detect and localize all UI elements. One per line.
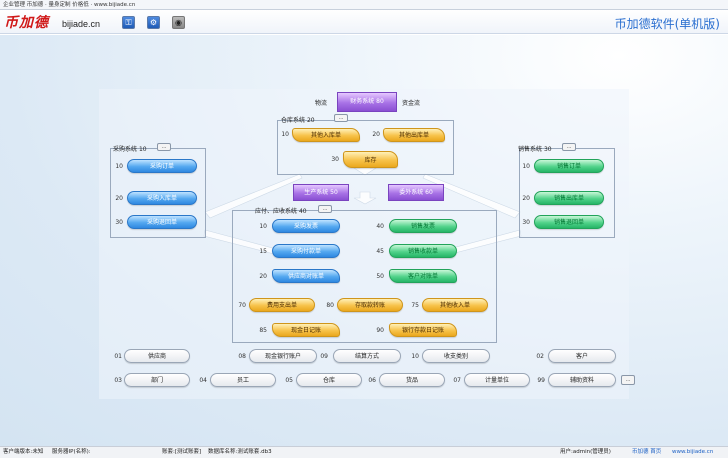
purchase-more-button[interactable]: ... — [157, 143, 171, 151]
sales-more-button[interactable]: ... — [562, 143, 576, 151]
sales-order-button[interactable]: 销售订单 — [534, 159, 604, 173]
customer-button[interactable]: 客户 — [548, 349, 616, 363]
bank-journal-button[interactable]: 银行存款日记账 — [389, 323, 457, 337]
sales-receipt-button[interactable]: 销售收款单 — [389, 244, 457, 258]
purchase-return-button[interactable]: 采购退回单 — [127, 215, 197, 229]
department-button[interactable]: 部门 — [124, 373, 190, 387]
app-title: 币加德软件(单机版) — [614, 17, 720, 31]
receivable-title: 应付、应收系统 40 — [255, 208, 307, 215]
finance-system-button[interactable]: 财务系统 80 — [337, 92, 397, 112]
homepage-link[interactable]: 币加德 首页 — [632, 449, 662, 455]
other-income-button[interactable]: 其他收入单 — [422, 298, 488, 312]
website-link[interactable]: www.bijiade.cn — [672, 449, 714, 455]
purchase-receipt-button[interactable]: 采购入库单 — [127, 191, 197, 205]
deposit-transfer-button[interactable]: 存取款转账 — [337, 298, 403, 312]
inventory-button[interactable]: 库存 — [343, 151, 398, 168]
app-icon[interactable]: ◉ — [172, 16, 185, 29]
cash-bank-account-button[interactable]: 现金银行账户 — [249, 349, 317, 363]
settlement-method-button[interactable]: 结算方式 — [333, 349, 401, 363]
logo: 币加德 — [4, 15, 49, 31]
logistics-label: 物流 — [315, 100, 328, 107]
sales-title: 销售系统 30 — [518, 146, 552, 153]
unit-button[interactable]: 计量单位 — [464, 373, 530, 387]
warehouse-title: 仓库系统 20 — [281, 117, 315, 124]
other-outbound-button[interactable]: 其他出库单 — [383, 128, 445, 142]
receivable-more-button[interactable]: ... — [318, 205, 332, 213]
logo-url: bijiade.cn — [62, 19, 101, 29]
purchase-invoice-button[interactable]: 采购发票 — [272, 219, 340, 233]
sales-delivery-button[interactable]: 销售出库单 — [534, 191, 604, 205]
sales-return-button[interactable]: 销售退回单 — [534, 215, 604, 229]
warehouse-more-button[interactable]: ... — [334, 114, 348, 122]
cashflow-label: 资金流 — [402, 100, 421, 107]
gear-icon[interactable]: ⚙ — [147, 16, 160, 29]
current-user: 用户:admin(管理员) — [560, 449, 611, 455]
status-bar: 客户端版本:未知 服务器IP(名称): 账套:[测试账套] 数据库名称:测试账套… — [0, 446, 728, 458]
customer-statement-button[interactable]: 客户对账单 — [389, 269, 457, 283]
purchase-payment-button[interactable]: 采购付款单 — [272, 244, 340, 258]
expense-button[interactable]: 费用支出单 — [249, 298, 315, 312]
supplier-button[interactable]: 供应商 — [124, 349, 190, 363]
app-header: 币加德 bijiade.cn ⚿ ⚙ ◉ 币加德软件(单机版) — [0, 10, 728, 34]
window-title: 企业管理 币加德 · 量身定制 价格低 · www.bijiade.cn — [0, 0, 728, 10]
other-inbound-button[interactable]: 其他入库单 — [292, 128, 360, 142]
warehouse-button[interactable]: 仓库 — [296, 373, 362, 387]
key-icon[interactable]: ⚿ — [122, 16, 135, 29]
purchase-order-button[interactable]: 采购订单 — [127, 159, 197, 173]
server-ip: 服务器IP(名称): — [52, 449, 91, 455]
income-expense-category-button[interactable]: 收支类别 — [422, 349, 490, 363]
receivable-group — [232, 210, 497, 343]
outsourcing-system-button[interactable]: 委外系统 60 — [388, 184, 444, 201]
workflow-canvas: 物流 财务系统 80 资金流 仓库系统 20 ... 10 其他入库单 20 其… — [0, 35, 728, 446]
sales-invoice-button[interactable]: 销售发票 — [389, 219, 457, 233]
supplier-statement-button[interactable]: 供应商对账单 — [272, 269, 340, 283]
account-set: 账套:[测试账套] — [162, 449, 202, 455]
purchase-title: 采购系统 10 — [113, 146, 147, 153]
cash-journal-button[interactable]: 现金日记账 — [272, 323, 340, 337]
production-system-button[interactable]: 生产系统 50 — [293, 184, 349, 201]
warehouse-group — [277, 120, 454, 175]
auxiliary-data-button[interactable]: 辅助资料 — [548, 373, 616, 387]
database-name: 数据库名称:测试账套.db3 — [208, 449, 272, 455]
employee-button[interactable]: 员工 — [210, 373, 276, 387]
goods-button[interactable]: 货品 — [379, 373, 445, 387]
workflow-panel — [99, 89, 629, 399]
basics-more-button[interactable]: ... — [621, 375, 635, 385]
client-version: 客户端版本:未知 — [3, 449, 44, 455]
